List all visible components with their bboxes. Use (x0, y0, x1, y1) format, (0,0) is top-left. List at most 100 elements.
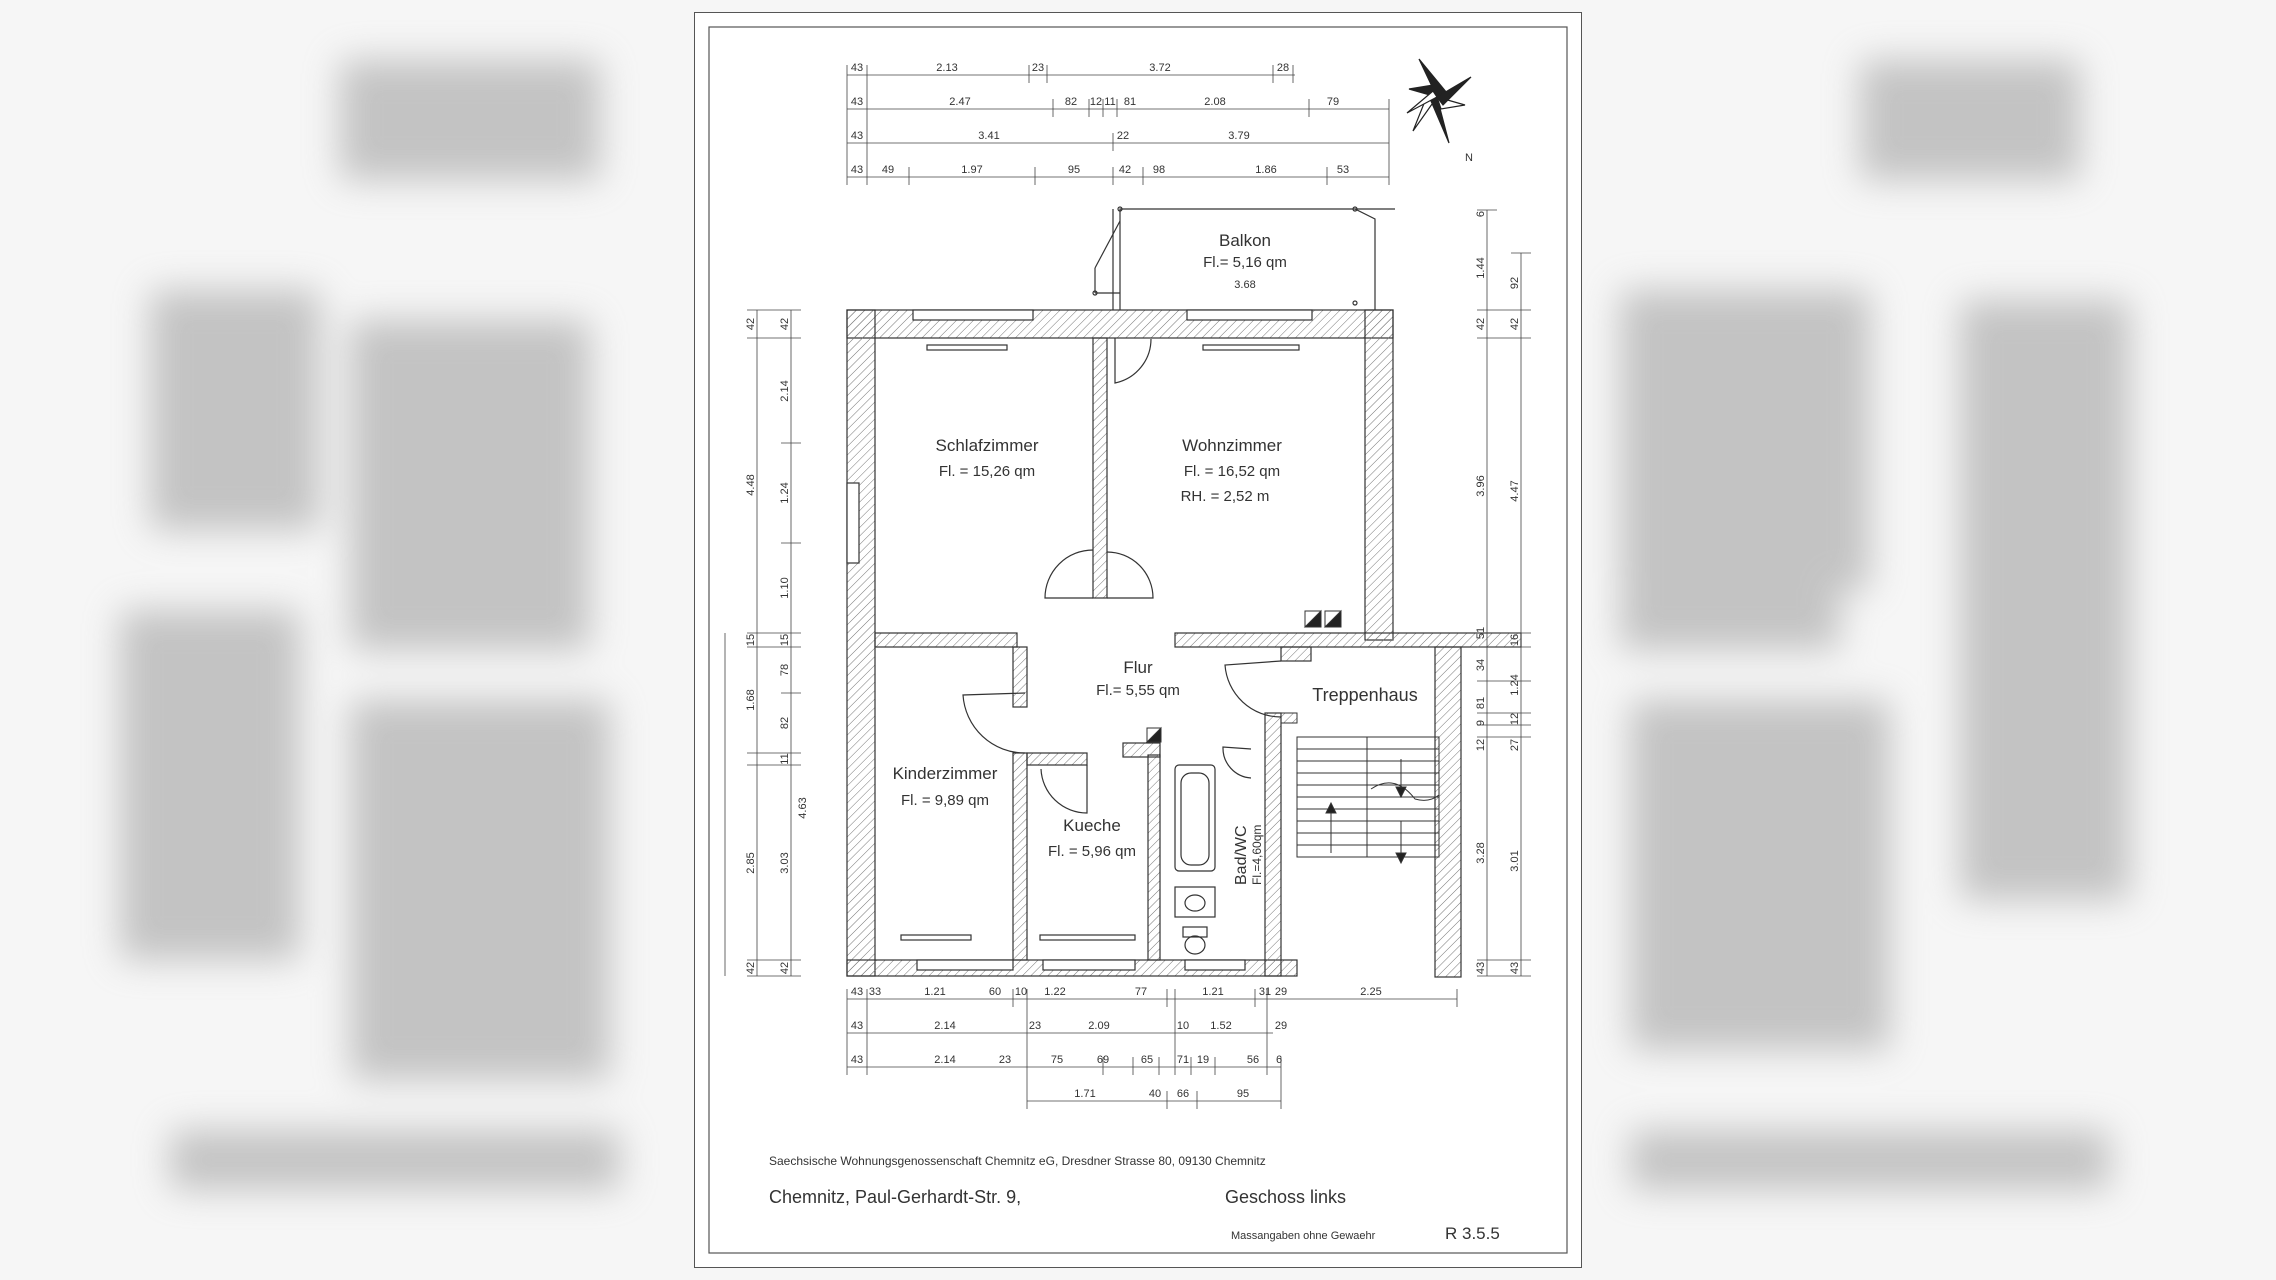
dim-label: 16 (1509, 634, 1521, 646)
dim-label: 43 (851, 164, 863, 176)
room-schlafzimmer-area: Fl. = 15,26 qm (939, 463, 1035, 480)
footer: Saechsische Wohnungsgenossenschaft Chemn… (769, 1154, 1500, 1243)
dim-label: 77 (1135, 986, 1147, 998)
dim-label: 12 (1090, 96, 1102, 108)
chimney-symbols (1145, 609, 1342, 743)
room-bad-area: Fl.=4,60qm (1250, 825, 1264, 885)
dim-label: 56 (1247, 1054, 1259, 1066)
balcony (1092, 206, 1395, 310)
dim-label: 29 (1275, 986, 1287, 998)
dim-label: 3.96 (1475, 475, 1487, 496)
dim-label: 75 (1051, 1054, 1063, 1066)
dimension-lines (724, 65, 1531, 1109)
stairs (1296, 736, 1440, 865)
dim-label: 1.97 (961, 164, 982, 176)
dim-label: 27 (1509, 739, 1521, 751)
dim-label: 23 (1029, 1020, 1041, 1032)
dim-label: 95 (1237, 1088, 1249, 1100)
walls (846, 309, 1522, 978)
dim-label: 81 (1124, 96, 1136, 108)
room-kueche-area: Fl. = 5,96 qm (1048, 843, 1136, 860)
dim-label: 82 (779, 717, 791, 729)
dim-label: 1.21 (924, 986, 945, 998)
dim-label: 4.48 (745, 474, 757, 495)
dim-label: 42 (1509, 318, 1521, 330)
dim-label: 53 (1337, 164, 1349, 176)
dim-label: 43 (851, 62, 863, 74)
room-kueche-name: Kueche (1063, 816, 1121, 835)
dim-label: 12 (1475, 739, 1487, 751)
dim-label: 11 (779, 753, 791, 764)
dim-label: 11 (1104, 96, 1115, 108)
room-schlafzimmer-name: Schlafzimmer (936, 436, 1039, 455)
dim-label: 43 (1509, 962, 1521, 974)
room-kinderzimmer-name: Kinderzimmer (893, 764, 998, 783)
dim-label: 42 (1475, 318, 1487, 330)
dim-label: 66 (1177, 1088, 1189, 1100)
footer-code: R 3.5.5 (1445, 1224, 1500, 1243)
room-bad-name: Bad/WC (1233, 825, 1250, 885)
dim-label: 43 (851, 986, 863, 998)
dim-label: 23 (1032, 62, 1044, 74)
floor-plan-sheet: N Balkon Fl.= 5,16 qm 3.68 Schlafzimmer … (694, 12, 1582, 1268)
dim-label: 51 (1475, 627, 1487, 639)
room-wohnzimmer-area: Fl. = 16,52 qm (1184, 463, 1280, 480)
dim-label: 1.24 (779, 482, 791, 503)
dim-label: 2.14 (934, 1054, 955, 1066)
dim-label: 9 (1475, 720, 1487, 726)
room-kinderzimmer-area: Fl. = 9,89 qm (901, 792, 989, 809)
compass-label: N (1465, 152, 1473, 164)
dim-label: 3.72 (1149, 62, 1170, 74)
dim-label: 2.13 (936, 62, 957, 74)
dim-label: 19 (1197, 1054, 1209, 1066)
dim-label: 4.63 (797, 797, 809, 818)
dim-label: 15 (745, 634, 757, 646)
dim-label: 29 (1275, 1020, 1287, 1032)
dim-label: 3.28 (1475, 842, 1487, 863)
dim-label: 31 (1259, 986, 1271, 998)
dim-label: 60 (989, 986, 1001, 998)
dim-label: 1.86 (1255, 164, 1276, 176)
footer-floor: Geschoss links (1225, 1187, 1346, 1207)
compass-icon (1406, 58, 1472, 144)
floor-plan-drawing: N Balkon Fl.= 5,16 qm 3.68 Schlafzimmer … (708, 26, 1568, 1254)
room-wohnzimmer-name: Wohnzimmer (1182, 436, 1282, 455)
dim-label: 82 (1065, 96, 1077, 108)
dim-label: 79 (1327, 96, 1339, 108)
room-flur-name: Flur (1123, 658, 1153, 677)
dim-label: 43 (851, 1054, 863, 1066)
dim-label: 42 (1119, 164, 1131, 176)
dim-label: 1.22 (1044, 986, 1065, 998)
dim-label: 42 (745, 962, 757, 974)
dim-label: 10 (1015, 986, 1027, 998)
room-wohnzimmer-height: RH. = 2,52 m (1181, 488, 1270, 505)
dim-label: 2.47 (949, 96, 970, 108)
dim-label: 49 (882, 164, 894, 176)
dim-label: 23 (999, 1054, 1011, 1066)
dim-label: 2.08 (1204, 96, 1225, 108)
footer-note: Massangaben ohne Gewaehr (1231, 1230, 1376, 1242)
room-balkon-name: Balkon (1219, 231, 1271, 250)
dim-label: 65 (1141, 1054, 1153, 1066)
dim-label: 1.44 (1475, 257, 1487, 278)
windows (846, 309, 1313, 971)
dim-label: 92 (1509, 277, 1521, 289)
dim-label: 1.24 (1509, 674, 1521, 695)
dim-label: 1.71 (1074, 1088, 1095, 1100)
dim-label: 69 (1097, 1054, 1109, 1066)
dim-label: 40 (1149, 1088, 1161, 1100)
dim-label: 33 (869, 986, 881, 998)
room-flur-area: Fl.= 5,55 qm (1096, 682, 1180, 699)
dim-label: 1.68 (745, 689, 757, 710)
dim-label: 2.09 (1088, 1020, 1109, 1032)
dim-label: 22 (1117, 130, 1129, 142)
bath-fixtures (1174, 764, 1216, 955)
dim-label: 43 (1475, 962, 1487, 974)
doors (962, 338, 1282, 814)
dim-label: 28 (1277, 62, 1289, 74)
dim-label: 43 (851, 130, 863, 142)
dim-label: 43 (851, 96, 863, 108)
dim-label: 95 (1068, 164, 1080, 176)
footer-address: Chemnitz, Paul-Gerhardt-Str. 9, (769, 1187, 1021, 1207)
